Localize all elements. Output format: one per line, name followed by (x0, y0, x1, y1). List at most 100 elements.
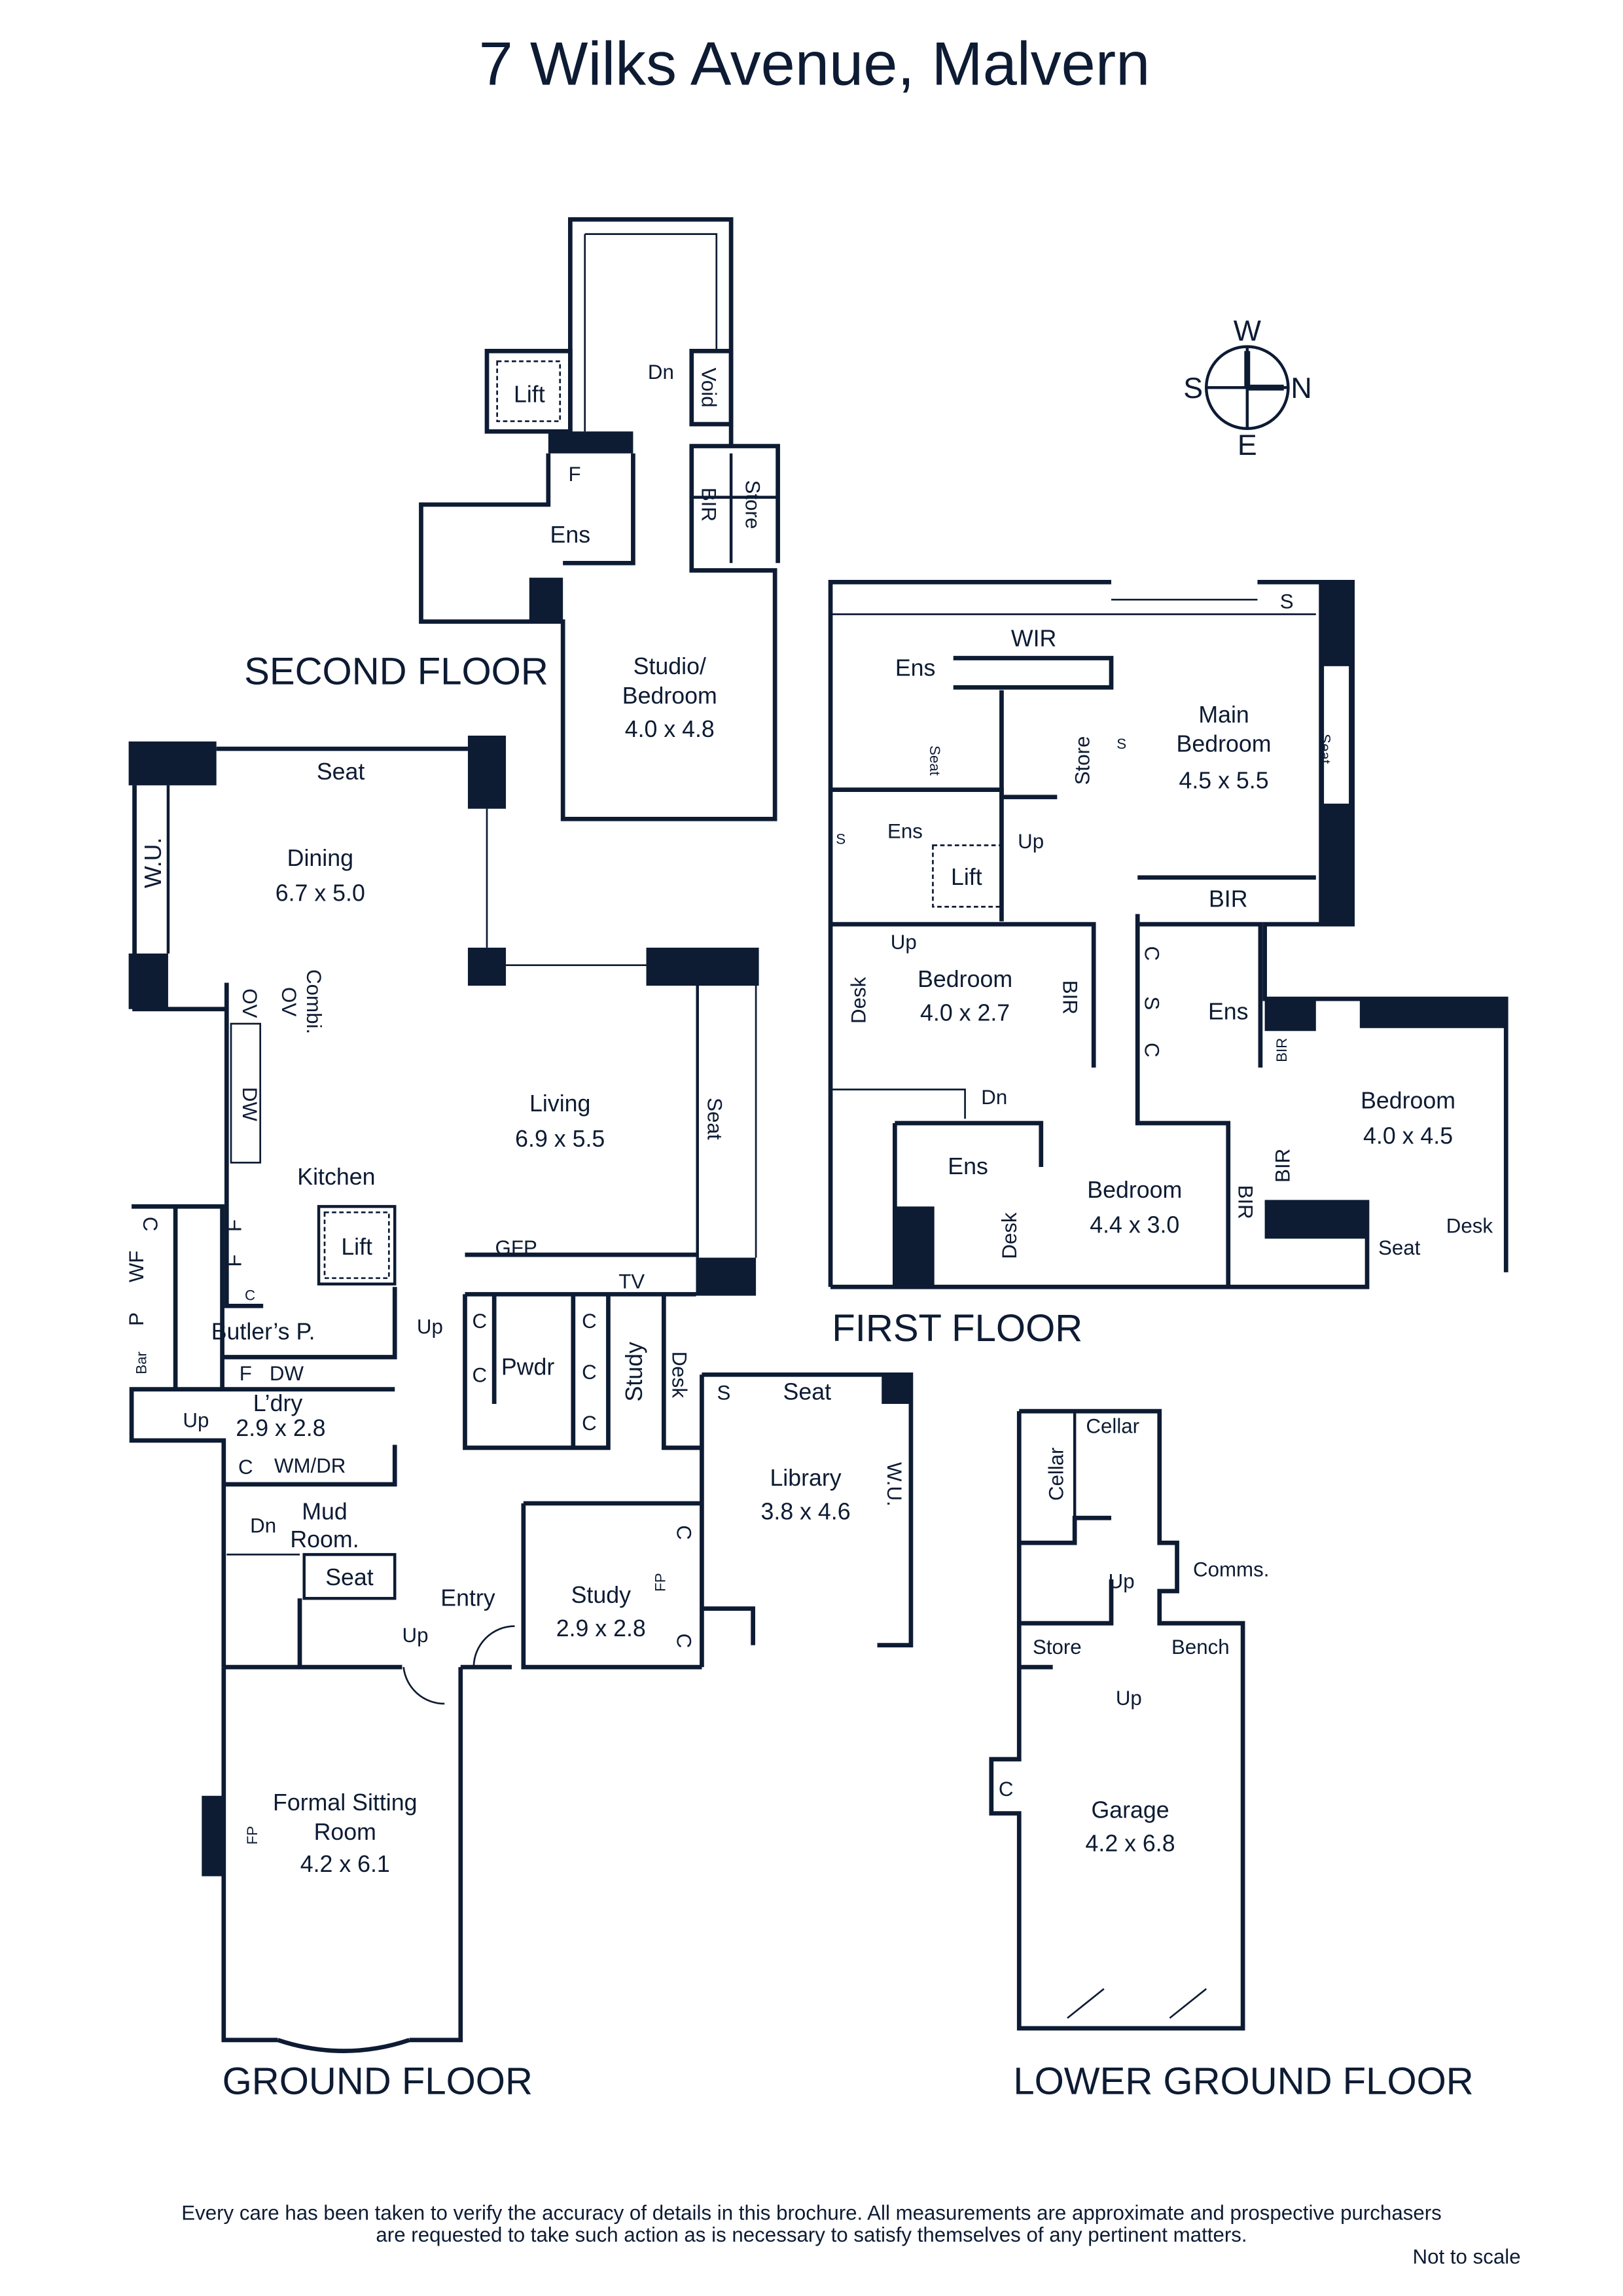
lower-ground-floor-plan: Cellar Cellar Comms. Up Store Bench Up C… (989, 1408, 1474, 2103)
room-label: Store (741, 480, 764, 529)
room-label: BIR (697, 488, 720, 522)
room-label: Ens (1208, 998, 1249, 1024)
room-label: Bar (133, 1351, 149, 1374)
disclaimer: Every care has been taken to verify the … (181, 2202, 1442, 2225)
compass-n: N (1291, 372, 1311, 404)
room-label: Seat (927, 745, 943, 776)
room-label: Desk (668, 1352, 691, 1399)
room-label: Up (891, 931, 917, 954)
room-name: Bedroom (1087, 1177, 1182, 1203)
room-label: WIR (1011, 626, 1056, 652)
room-label: C (582, 1412, 597, 1435)
room-label: C (999, 1778, 1014, 1801)
room-label: Dn (981, 1086, 1007, 1109)
floor-heading: FIRST FLOOR (832, 1307, 1082, 1350)
room-label: FP (244, 1826, 260, 1845)
room-label: C (139, 1217, 162, 1232)
room-size: 4.0 x 2.7 (920, 1000, 1010, 1026)
room-label: S (1280, 590, 1294, 613)
room-label: FP (652, 1573, 669, 1592)
compass-e: E (1238, 429, 1257, 461)
room-label: Lift (951, 864, 982, 890)
room-label: Seat (703, 1098, 726, 1140)
room-name: Entry (440, 1585, 495, 1611)
floor-heading: SECOND FLOOR (244, 651, 548, 693)
room-name: Butler’s P. (211, 1319, 315, 1345)
room-size: 3.8 x 4.6 (761, 1498, 851, 1524)
room-label: Void (697, 368, 720, 408)
room-label: OV (277, 987, 300, 1016)
room-label: Lift (514, 382, 545, 408)
room-size: 2.9 x 2.8 (556, 1615, 646, 1641)
room-label: C (582, 1310, 597, 1333)
room-name: Library (770, 1465, 841, 1491)
room-label: Desk (847, 977, 870, 1024)
room-label: Cellar (1086, 1415, 1139, 1438)
room-name: Bedroom (1177, 731, 1272, 757)
room-size: 4.5 x 5.5 (1179, 767, 1269, 793)
room-label: Seat (1378, 1236, 1421, 1259)
room-label: S (836, 831, 846, 847)
compass-s: S (1183, 372, 1203, 404)
room-label: C (245, 1287, 255, 1303)
room-label: Pwdr (501, 1354, 555, 1380)
room-label: Combi. (302, 969, 325, 1034)
room-label: F (568, 463, 580, 486)
room-label: Dn (648, 361, 674, 384)
room-name: Living (529, 1090, 590, 1117)
room-label: Store (1071, 736, 1094, 785)
room-label: Comms. (1193, 1558, 1269, 1581)
room-label: Study (621, 1342, 647, 1402)
room-name: Garage (1091, 1797, 1169, 1823)
room-label: Up (417, 1316, 443, 1338)
room-name: Room (314, 1819, 376, 1845)
room-label: OV (238, 988, 261, 1018)
room-label: Up (1109, 1570, 1135, 1593)
room-label: Up (1018, 830, 1044, 853)
room-size: 2.9 x 2.8 (236, 1415, 325, 1441)
room-label: Seat (317, 759, 365, 785)
room-size: 4.2 x 6.8 (1086, 1831, 1175, 1857)
room-label: GFP (495, 1236, 537, 1259)
room-label: Ens (895, 655, 936, 681)
room-label: Up (1116, 1687, 1142, 1710)
room-size: 4.0 x 4.5 (1363, 1122, 1453, 1149)
room-label: P (125, 1312, 148, 1326)
room-label: F (223, 1254, 246, 1266)
room-name: Bedroom (918, 966, 1012, 992)
room-size: 4.4 x 3.0 (1090, 1212, 1179, 1238)
room-label: C (238, 1456, 253, 1479)
disclaimer: are requested to take such action as is … (376, 2223, 1247, 2246)
room-label: BIR (1272, 1149, 1294, 1183)
room-name: Bedroom (1361, 1088, 1455, 1114)
compass-icon: W S N E (1183, 315, 1311, 461)
room-label: Cellar (1044, 1447, 1067, 1501)
floor-heading: LOWER GROUND FLOOR (1013, 2060, 1473, 2103)
room-name: Main (1198, 702, 1249, 728)
room-size: 4.0 x 4.8 (625, 716, 715, 742)
room-label: Up (183, 1409, 209, 1432)
room-label: S (1140, 996, 1163, 1010)
room-label: WF (125, 1251, 148, 1283)
room-size: 4.2 x 6.1 (300, 1851, 390, 1877)
room-label: Desk (998, 1212, 1021, 1259)
room-label: F (223, 1219, 246, 1232)
room-name: Room. (290, 1526, 359, 1552)
room-name: Mud (302, 1498, 348, 1524)
room-label: Ens (550, 522, 591, 548)
room-name: Dining (287, 845, 353, 871)
room-label: C (672, 1525, 695, 1540)
room-label: Ens (887, 819, 923, 842)
room-size: 6.7 x 5.0 (276, 880, 365, 906)
room-label: Dn (250, 1515, 276, 1537)
room-label: BIR (1234, 1185, 1257, 1219)
room-label: C (1140, 946, 1163, 961)
room-label: W.U. (883, 1462, 906, 1507)
room-label: Ens (948, 1153, 988, 1179)
room-label: Up (402, 1624, 429, 1647)
room-name: Formal Sitting (273, 1789, 417, 1816)
room-name: Study (571, 1582, 632, 1608)
room-label: S (717, 1381, 731, 1404)
room-label: Desk (1446, 1215, 1493, 1238)
room-label: Lift (341, 1234, 372, 1260)
